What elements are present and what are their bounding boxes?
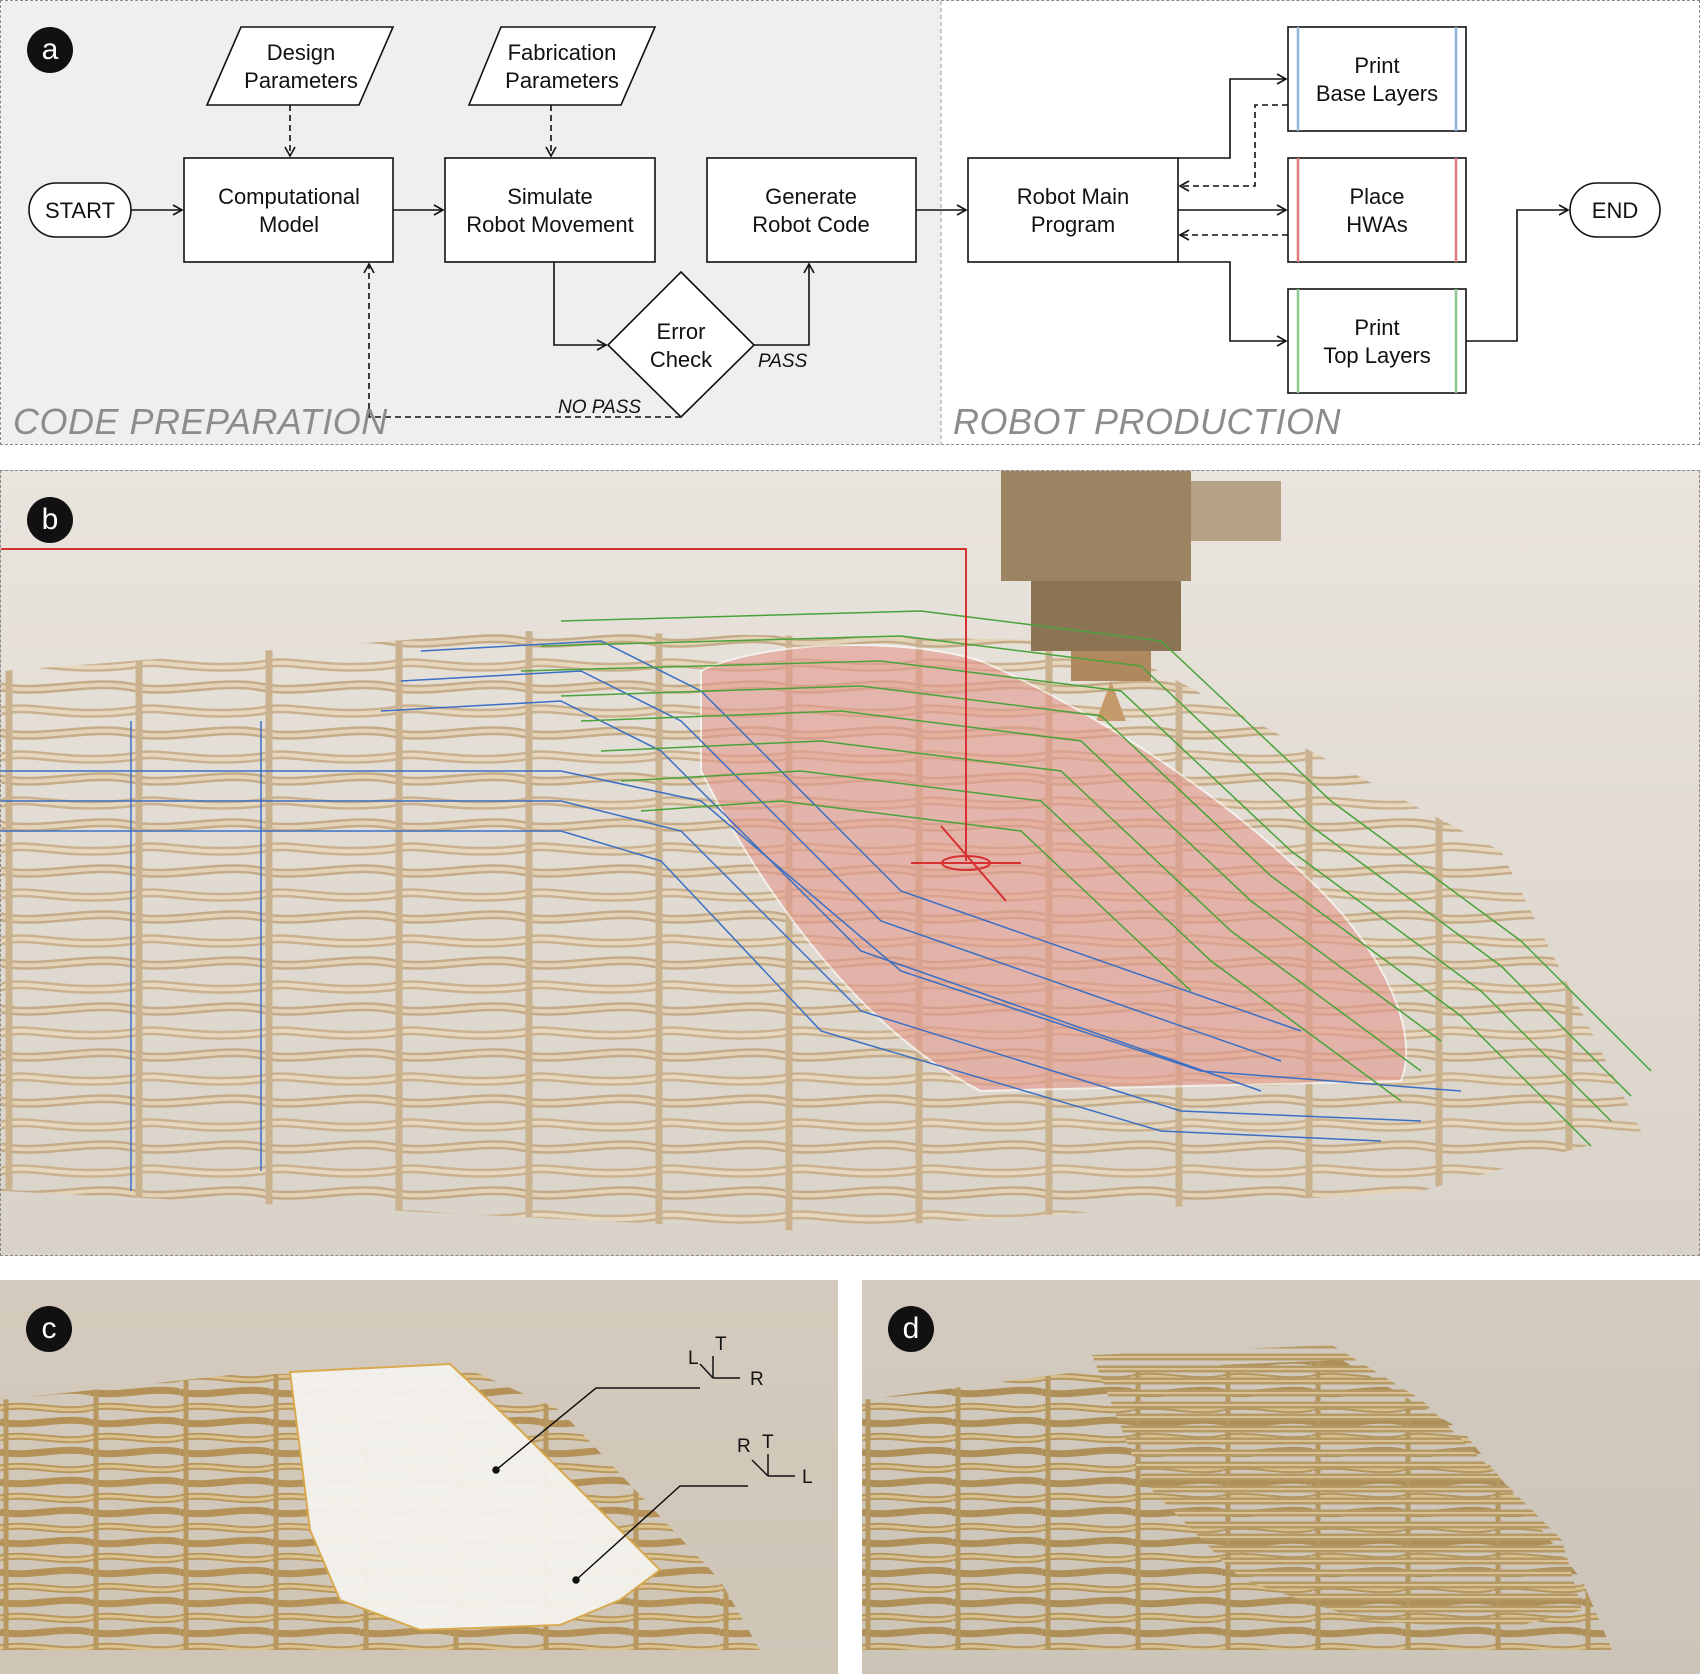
panel-c-badge: c xyxy=(26,1306,72,1352)
hwa-placement-photo: T L R T R L c xyxy=(0,1280,838,1674)
axis-lower-t: T xyxy=(762,1432,774,1453)
generate-code-box xyxy=(706,157,917,263)
computational-model-line1: Computational xyxy=(218,184,360,209)
print-base-layers-box xyxy=(1287,26,1467,132)
design-params-line2: Parameters xyxy=(244,68,358,93)
simulate-line2: Robot Movement xyxy=(466,212,634,237)
callout-lines xyxy=(492,1387,748,1584)
dashed-connectors xyxy=(284,104,1288,418)
print-base-line1: Print xyxy=(1354,53,1399,78)
simulate-box xyxy=(444,157,656,263)
print-base-line2: Base Layers xyxy=(1316,81,1438,106)
place-hwas-box xyxy=(1287,157,1467,263)
error-check-line2: Check xyxy=(650,347,713,372)
flow-shapes xyxy=(28,26,1661,419)
generate-line1: Generate xyxy=(765,184,857,209)
computational-model-box xyxy=(183,157,394,263)
no-pass-label: NO PASS xyxy=(558,397,641,418)
fabrication-parameters-input xyxy=(467,26,657,106)
code-preparation-label: CODE PREPARATION xyxy=(13,401,388,442)
place-hwas-line1: Place xyxy=(1349,184,1404,209)
axis-lower-r: R xyxy=(737,1436,751,1457)
hwa-region xyxy=(700,644,1408,1093)
axis-upper-t: T xyxy=(715,1334,727,1355)
robot-reference-frame xyxy=(1,548,1021,902)
axis-upper-l: L xyxy=(688,1348,699,1369)
print-top-line2: Top Layers xyxy=(1323,343,1431,368)
axis-glyphs xyxy=(699,1356,795,1477)
fabrication-params-line2: Parameters xyxy=(505,68,619,93)
place-hwas-line2: HWAs xyxy=(1346,212,1408,237)
print-nozzle xyxy=(1001,471,1281,721)
flowchart-canvas: START Design Parameters Fabrication Para… xyxy=(1,1,1661,444)
color-accents xyxy=(1296,27,1458,393)
panel-d-badge: d xyxy=(888,1306,934,1352)
simulate-line1: Simulate xyxy=(507,184,593,209)
flowchart-panel: START Design Parameters Fabrication Para… xyxy=(0,0,1700,445)
robot-main-line1: Robot Main xyxy=(1017,184,1130,209)
end-terminal xyxy=(1569,182,1661,238)
design-params-line1: Design xyxy=(267,40,335,65)
fabrication-params-line1: Fabrication xyxy=(508,40,617,65)
print-top-layers-box xyxy=(1287,288,1467,394)
start-label: START xyxy=(45,198,115,223)
end-label: END xyxy=(1592,198,1638,223)
computational-model-line2: Model xyxy=(259,212,319,237)
panel-c-canvas: T L R T R L xyxy=(0,1280,838,1674)
toolpath-overlay-photo: b xyxy=(0,470,1700,1256)
panel-a-badge: a xyxy=(27,27,73,73)
generate-line2: Robot Code xyxy=(752,212,869,237)
hwa-panel xyxy=(288,1362,662,1632)
design-parameters-input xyxy=(205,26,395,106)
robot-main-line2: Program xyxy=(1031,212,1115,237)
panel-d-canvas xyxy=(862,1280,1700,1674)
axis-upper-r: R xyxy=(750,1369,764,1390)
pass-label: PASS xyxy=(758,351,808,372)
finished-print-photo: d xyxy=(862,1280,1700,1674)
solid-connectors xyxy=(131,73,1570,351)
error-check-line1: Error xyxy=(657,319,706,344)
print-top-line1: Print xyxy=(1354,315,1399,340)
top-layer-toolpaths xyxy=(520,610,1652,1147)
panel-b-canvas xyxy=(1,471,1699,1255)
robot-main-program-box xyxy=(967,157,1179,263)
panel-b-badge: b xyxy=(27,497,73,543)
axis-lower-l: L xyxy=(802,1467,813,1488)
printed-top-layers xyxy=(1092,1345,1582,1630)
robot-production-label: ROBOT PRODUCTION xyxy=(953,401,1342,442)
